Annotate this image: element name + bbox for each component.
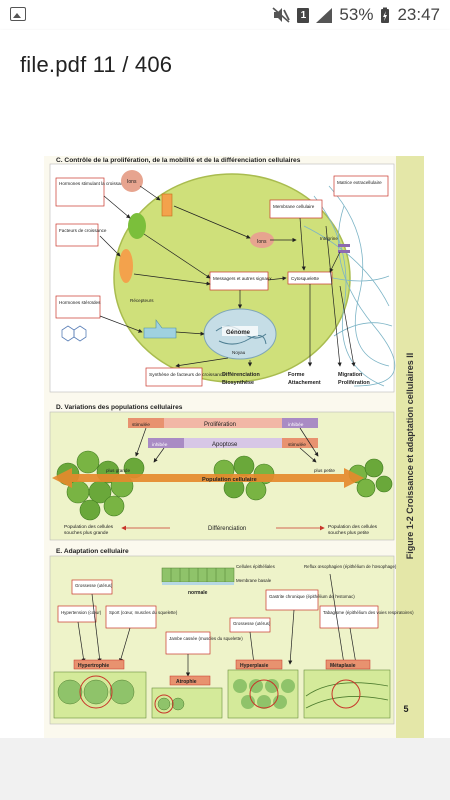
e-hyperplasie: Hyperplasie [240,663,269,669]
c-cytosquelette-label: Cytosquelette [291,276,320,281]
proliferation-band [128,418,318,428]
c-differenciation-label: Différenciation [222,372,260,378]
d-differenciation: Différenciation [208,526,246,532]
ions-right-blob [250,232,274,248]
c-membrane-label: Membrane cellulaire [273,204,315,209]
c-noyau-label: Noyau [232,350,246,355]
d-apoptose: Apoptose [212,442,238,448]
e-grossesse-1: Grossesse (utérus) [75,583,113,588]
side-figure-title: Figure 1-2 Croissance et adaptation cell… [405,353,415,560]
c-migration-label: Migration [338,372,362,378]
sim-card-icon: 1 [297,7,310,23]
c-proliferation-label: Prolifération [338,380,370,386]
c-facteurs-label: Facteurs de croissance [59,228,107,233]
d-plus-grande: plus grande [106,468,130,473]
metaplasia-tissue [303,669,391,719]
d-plus-petite: plus petite [314,468,335,473]
ion-channel [161,193,173,217]
status-icons: 1 53% 23:47 [272,5,440,25]
atrophy-tissue [151,687,223,719]
matrix-fibers [303,185,396,387]
e-cellules-label: Cellules épithéliales [236,564,276,569]
c-genome-label: Génome [226,330,251,336]
section-c-heading: C. Contrôle de la prolifération, de la m… [56,157,301,164]
population-arrow [52,468,364,488]
e-hypertrophie: Hypertrophie [78,663,109,669]
c-arrows [99,185,356,368]
battery-charging-icon [381,7,390,23]
steroid-rings-icon [61,325,87,342]
receptor-steroid [143,319,177,339]
c-ions-right: Ions [257,239,267,245]
page-number: 5 [403,704,408,714]
e-reflux: Reflux œsophagien (épithélium de l'œsoph… [304,564,397,569]
c-forme-label: Forme [288,372,304,378]
svg-text:Hormones stimulant la croissan: Hormones stimulant la croissance [59,181,128,186]
d-stimulee-1: stimulée [132,422,150,428]
gallery-notification-icon [10,7,26,21]
d-inhibee-1: inhibée [288,422,304,428]
document-title: file.pdf 11 / 406 [20,52,173,77]
d-proliferation: Prolifération [204,422,236,428]
d-pop-right-1: Population des cellules [328,524,378,530]
d-pop-left-1: Population des cellules [64,524,114,530]
e-normale-label: normale [188,590,208,596]
normal-epithelium [161,567,235,585]
c-integrine-label: Intégrine [320,236,338,241]
d-pop-right-2: souches plus petite [328,530,369,536]
hyperplasia-tissue [227,669,299,719]
signal-strength-icon [316,7,333,23]
e-atrophie: Atrophie [176,679,197,685]
e-gastrite: Gastrite chronique (épithélium de l'esto… [269,594,355,599]
c-hormones-steroides-label: Hormones stéroïdes [59,300,101,305]
section-e-heading: E. Adaptation cellulaire [56,548,129,555]
d-arrows [135,427,319,463]
c-attachement-label: Attachement [288,380,321,386]
e-tabagisme: Tabagisme (épithélium des voies respirat… [323,610,414,615]
bottom-area [0,738,450,800]
e-jambe: Jambe cassée (muscles du squelette) [169,636,243,641]
hypertrophy-tissue [53,671,147,719]
status-bar: 1 53% 23:47 [0,0,450,30]
c-biosynthese-label: Biosynthèse [222,380,254,386]
e-membrane-label: Membrane basale [236,578,272,583]
c-matrice-label: Matrice extracellulaire [337,180,382,185]
d-inhibee-2: inhibée [152,442,168,448]
side-strip [396,156,424,800]
mute-icon [272,7,291,23]
section-d-heading: D. Variations des populations cellulaire… [56,404,183,411]
e-hypertension: Hypertension (cœur) [61,610,102,615]
ions-top-blob [121,170,143,192]
e-metaplasie: Métaplasie [330,663,356,669]
d-population-cellulaire: Population cellulaire [202,477,257,483]
e-sport: Sport (cœur, muscles du squelette) [109,610,178,615]
battery-percent: 53% [339,5,374,24]
receptor-orange [119,249,133,283]
c-hormones-label: Hormones stimulant la croissance [59,181,128,186]
clock: 23:47 [397,5,440,24]
d-pop-left-2: souches plus grande [64,530,109,536]
d-stimulee-2: stimulée [288,442,306,448]
app-bar: file.pdf 11 / 406 [0,30,450,102]
pdf-page[interactable]: Figure 1-2 Croissance et adaptation cell… [44,156,424,800]
e-arrows [77,573,358,677]
medium-cell-cluster [213,455,275,501]
e-grossesse-2: Grossesse (utérus) [233,621,271,626]
c-messagers-label: Messagers et autres signaux [213,276,272,281]
c-recepteurs-label: Récepteurs [130,298,154,303]
c-ions-top: Ions [127,179,137,185]
apoptose-band [148,438,318,448]
pdf-viewer[interactable]: Figure 1-2 Croissance et adaptation cell… [0,102,450,800]
receptor-green [128,213,146,239]
c-synthese-label: Synthèse de facteurs de croissance [149,372,225,378]
